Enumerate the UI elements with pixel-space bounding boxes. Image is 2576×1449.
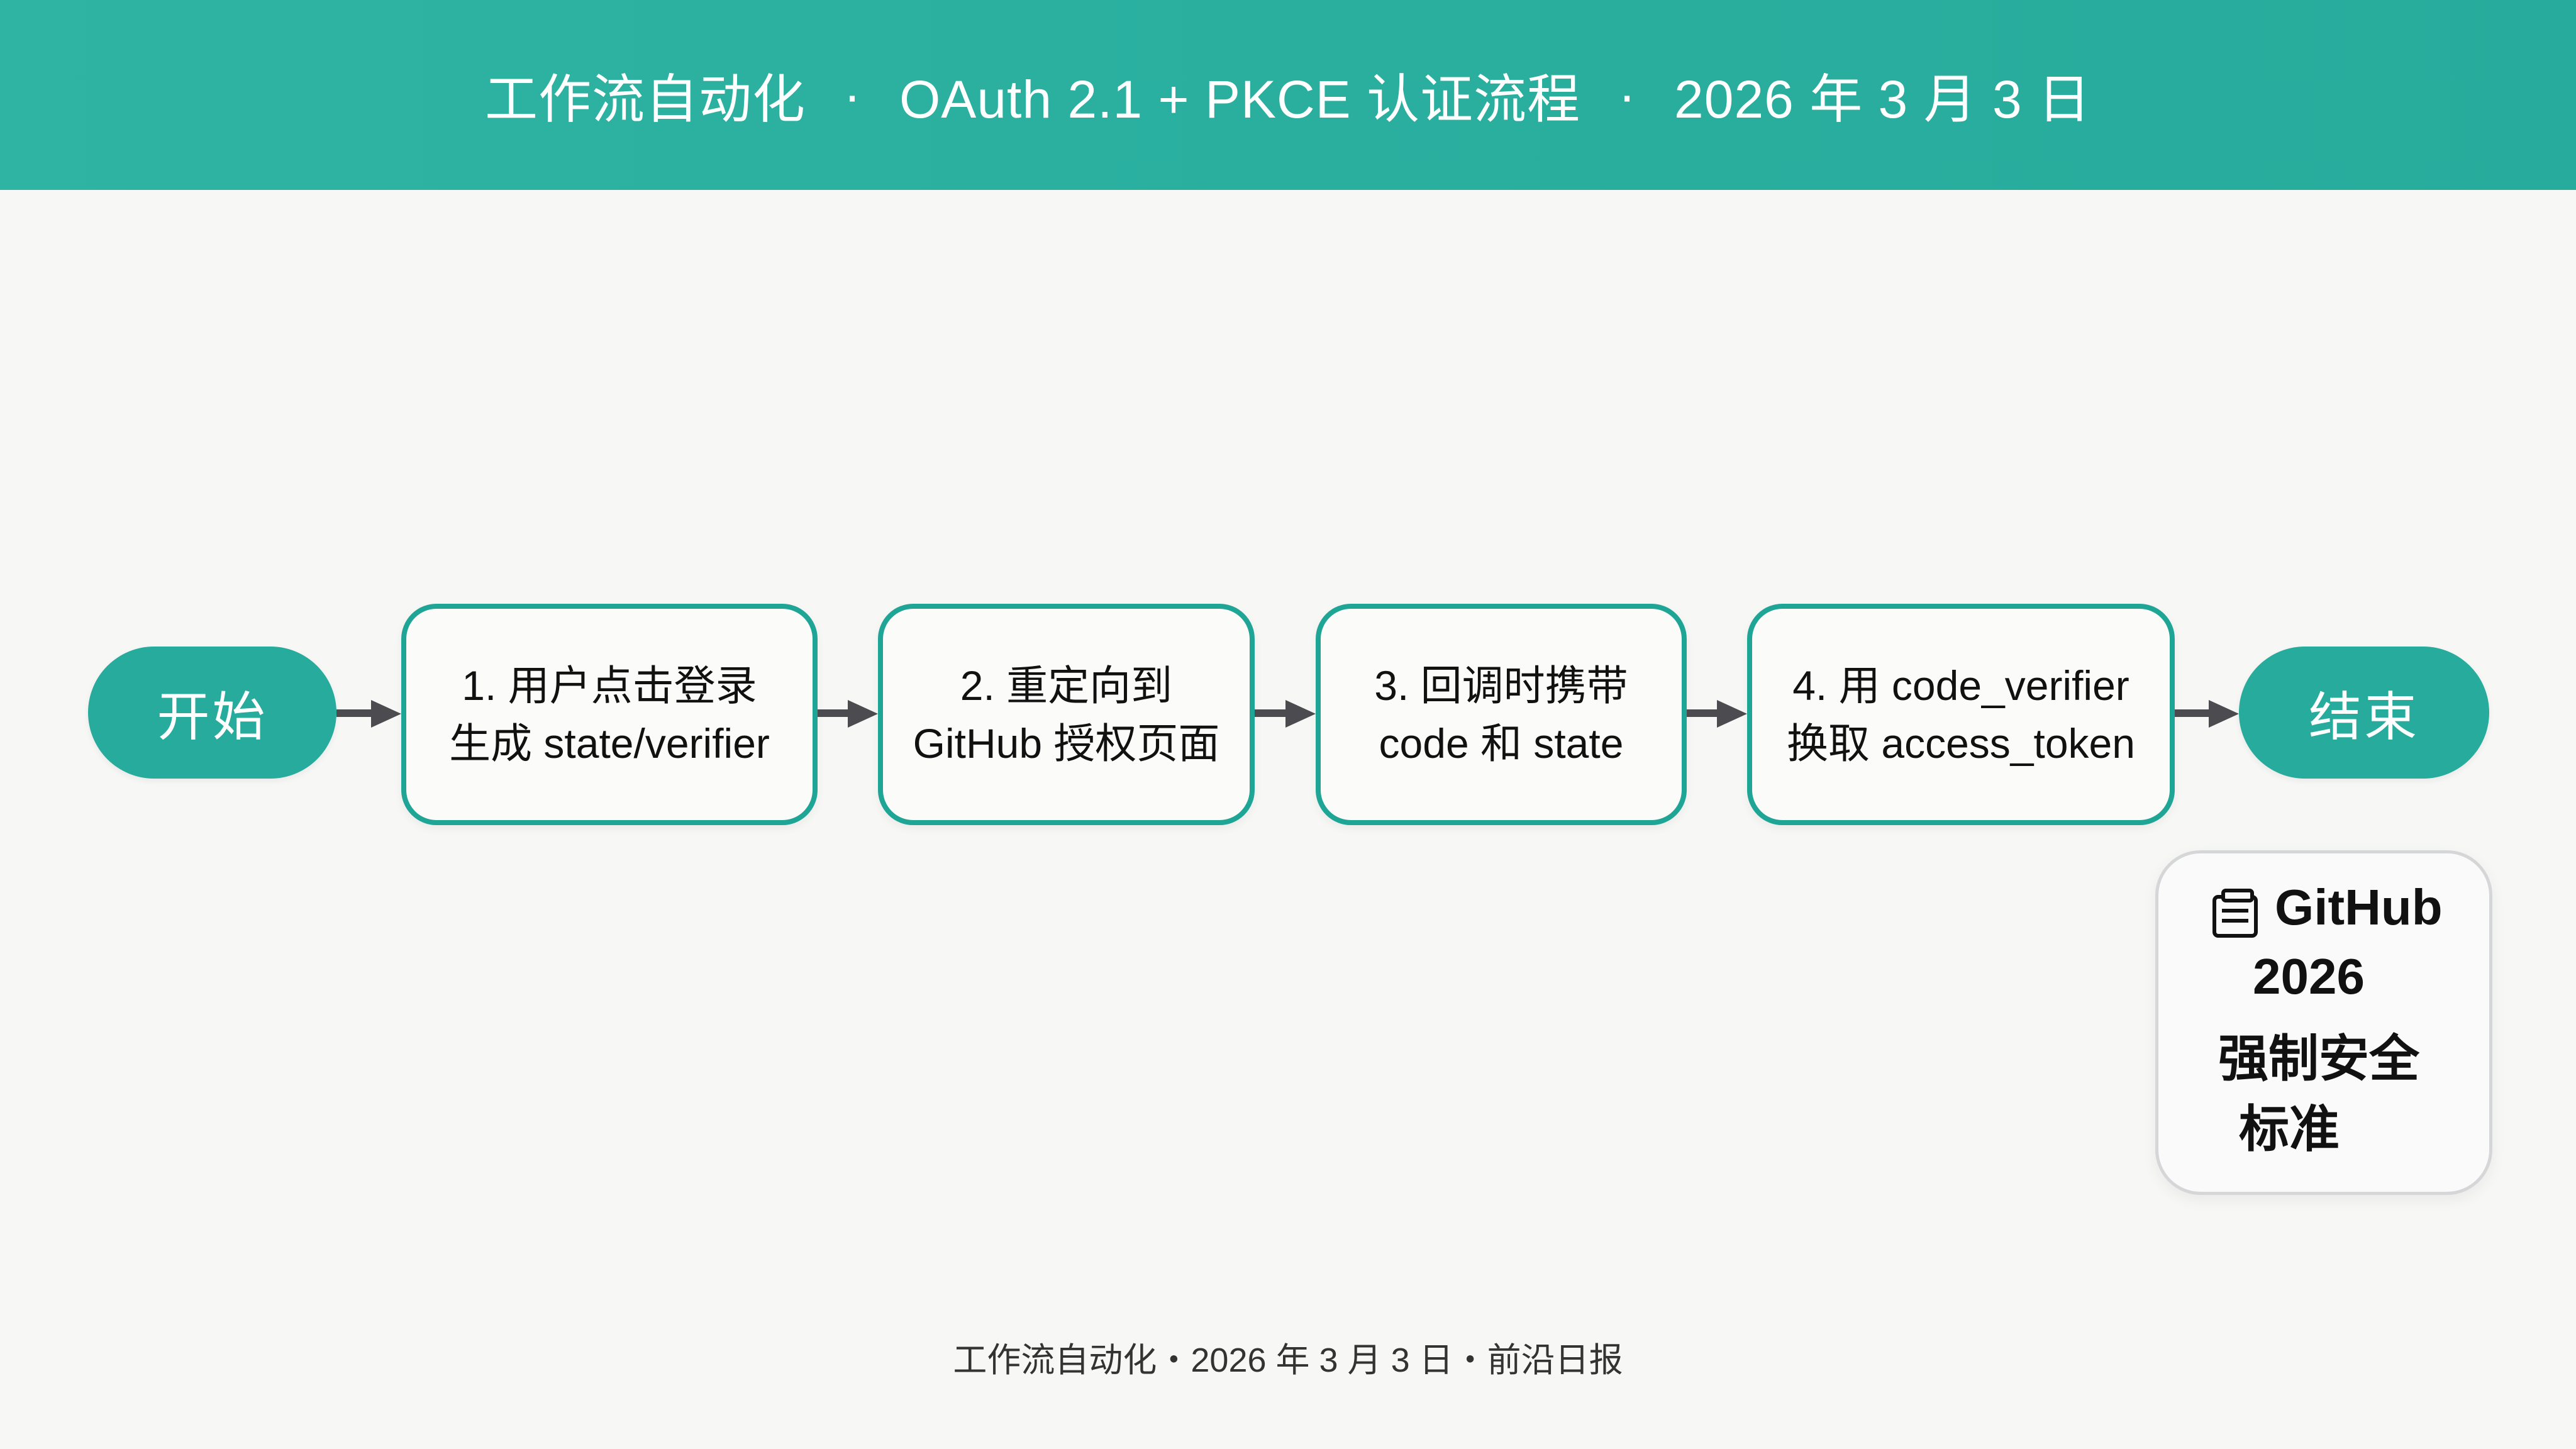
step-title: 2. 重定向到: [960, 662, 1173, 709]
note-line-3: 强制安全: [2218, 1031, 2419, 1087]
flow-step-2: 2. 重定向到 GitHub 授权页面: [878, 604, 1255, 825]
note-line-2: 2026: [2253, 948, 2365, 1004]
step-title: 4. 用 code_verifier: [1792, 662, 2129, 709]
header-category: 工作流自动化: [484, 69, 806, 129]
header-title: OAuth 2.1 + PKCE 认证流程: [899, 69, 1581, 129]
step-detail: GitHub 授权页面: [913, 720, 1220, 767]
flow-step-3: 3. 回调时携带 code 和 state: [1316, 604, 1687, 825]
step-title: 1. 用户点击登录: [462, 662, 757, 709]
header-separator: ·: [843, 65, 862, 125]
note-line-1: GitHub: [2275, 879, 2443, 935]
step-title: 3. 回调时携带: [1374, 662, 1628, 709]
arrow-icon: [2175, 700, 2239, 728]
footer-caption: 工作流自动化・2026 年 3 月 3 日・前沿日报: [953, 1341, 1623, 1379]
arrow-icon: [1255, 700, 1316, 728]
step-detail: 生成 state/verifier: [449, 720, 770, 767]
note-card: GitHub 2026 强制安全 标准: [2155, 850, 2492, 1195]
flow-step-1: 1. 用户点击登录 生成 state/verifier: [401, 604, 818, 825]
start-node: 开始: [88, 647, 336, 779]
end-node: 结束: [2239, 647, 2489, 779]
header-separator: ·: [1618, 65, 1637, 125]
arrow-icon: [1687, 700, 1747, 728]
arrow-icon: [336, 700, 401, 728]
flow-step-4: 4. 用 code_verifier 换取 access_token: [1747, 604, 2175, 825]
arrow-icon: [818, 700, 878, 728]
notepad-icon: [2212, 888, 2260, 950]
note-line-4: 标准: [2239, 1101, 2340, 1157]
step-detail: 换取 access_token: [1787, 720, 2135, 767]
header-date: 2026 年 3 月 3 日: [1674, 69, 2092, 129]
step-detail: code 和 state: [1379, 720, 1624, 767]
header-banner: 工作流自动化 · OAuth 2.1 + PKCE 认证流程 · 2026 年 …: [0, 0, 2576, 190]
